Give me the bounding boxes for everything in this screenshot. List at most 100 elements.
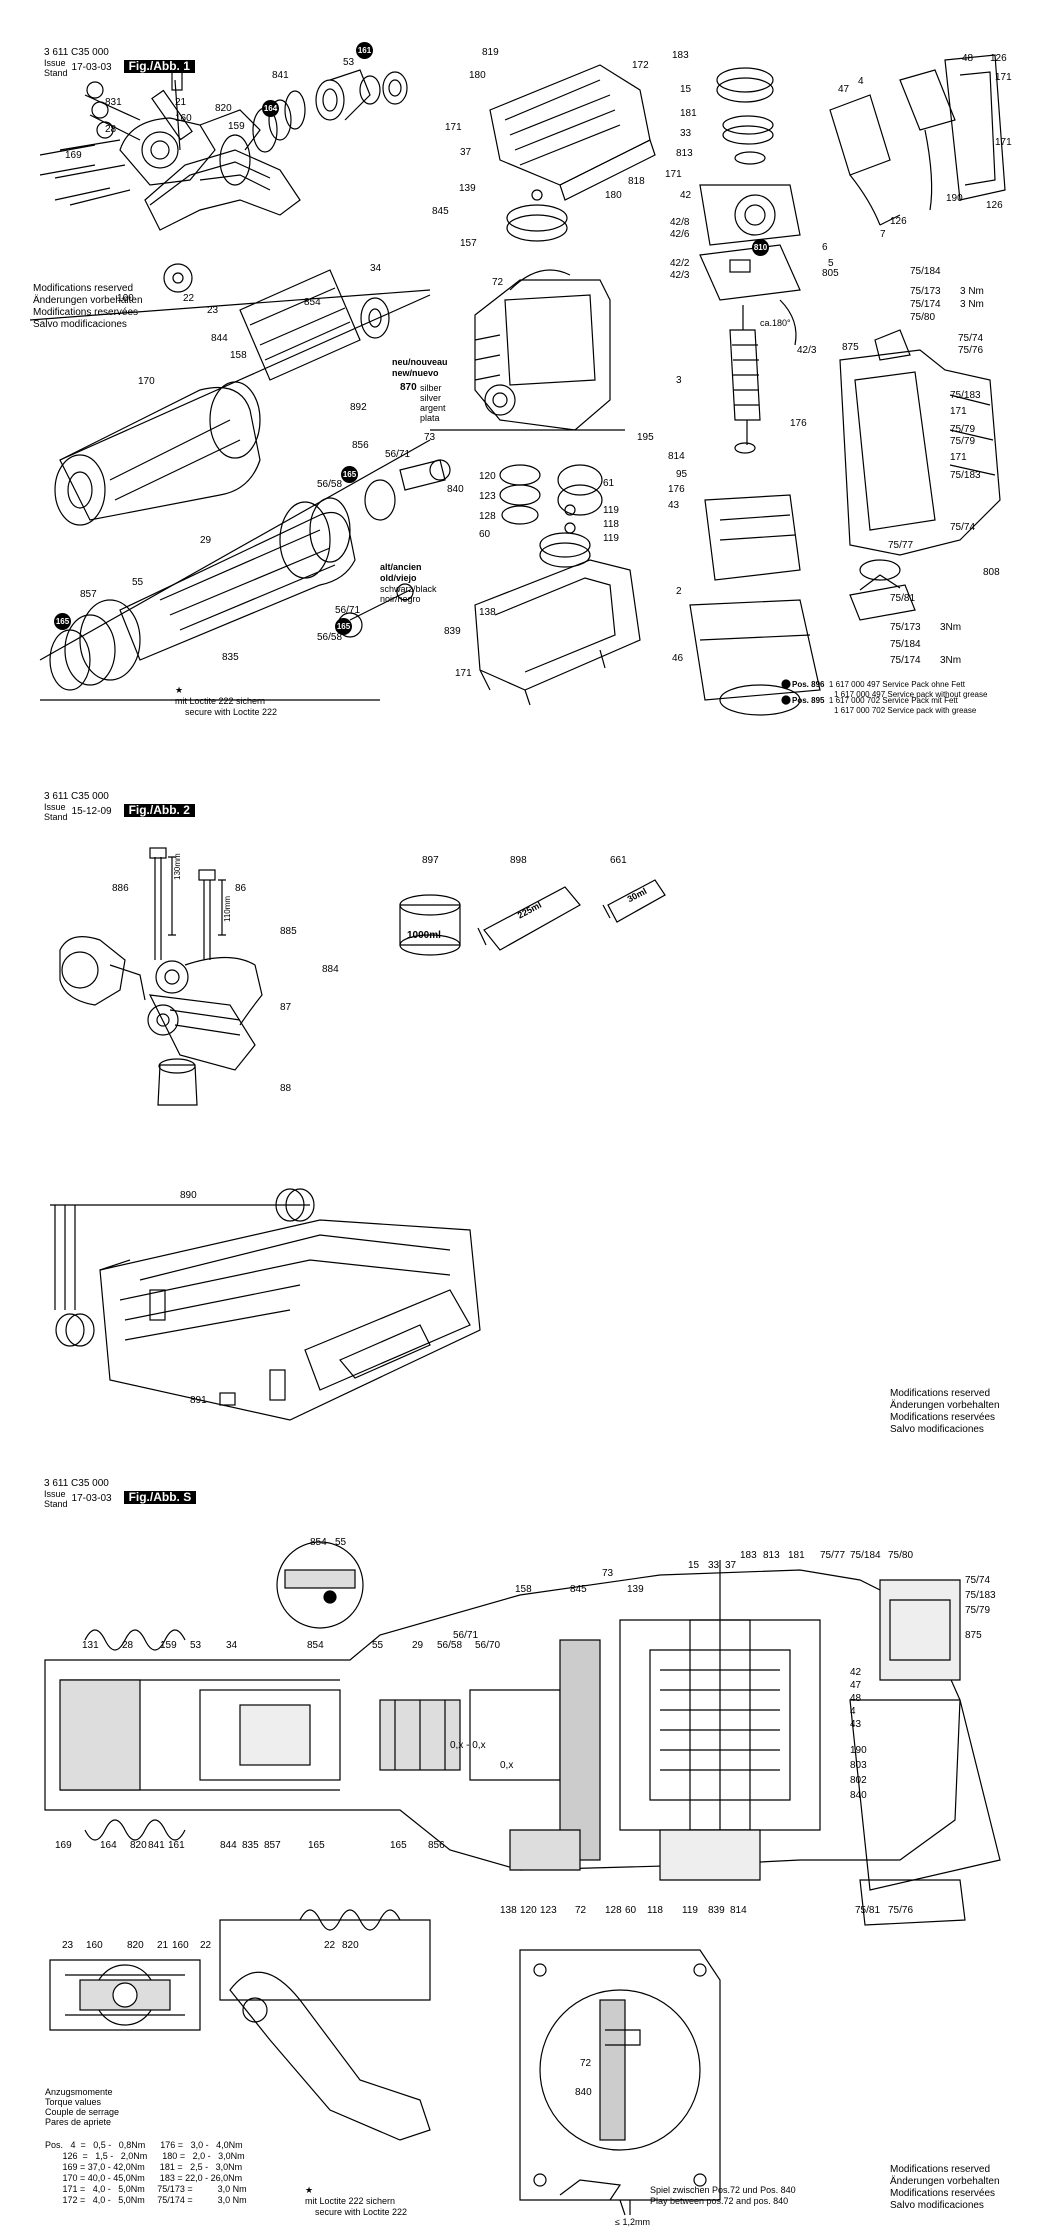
part-label: 75/76 [888,1905,914,1916]
part-label: 75/77 [888,540,914,551]
part-label: 75/183 [950,470,981,481]
part-badge: 164 [262,100,279,117]
armature-3 [729,305,761,454]
part-label: 75/173 [910,286,941,297]
part-label: 820 [342,1940,359,1951]
modifications-line: Salvo modificaciones [890,1424,984,1435]
part-label: 75/184 [910,266,941,277]
fig1-modifications-note: Modifications reserved Änderungen vorbeh… [33,283,143,331]
part-label: 42/2 [670,258,690,269]
chuck-sleeve-854 [29,269,431,461]
part-label: 854 [304,297,321,308]
part-label: 814 [668,451,685,462]
modifications-line: Änderungen vorbehalten [890,1400,1000,1411]
part-label: 75/81 [855,1905,881,1916]
part-label: 845 [570,1584,587,1595]
torque-row: 169 = 37,0 - 42,0Nm 181 = 2,5 - 3,0Nm [45,2162,243,2172]
part-label: 56/71 [385,449,411,460]
part-label: 190 [946,193,963,204]
part-label: 158 [230,350,247,361]
section-detail-circle [276,1541,364,1629]
loctite-line: secure with Loctite 222 [185,707,278,717]
part-label: 180 [605,190,622,201]
torque-table: Pos. 4 = 0,5 - 0,8Nm 176 = 3,0 - 4,0Nm 1… [45,2129,247,2217]
part-label: 28 [122,1640,134,1651]
torque-row: 126 = 1,5 - 2,0Nm 180 = 2,0 - 3,0Nm [45,2151,245,2161]
loctite-line: mit Loctite 222 sichern [305,2196,396,2206]
part-label: 169 [65,150,82,161]
loctite-line: mit Loctite 222 sichern [175,696,266,706]
fig2-title: Fig./Abb. 2 [123,804,195,817]
modifications-line: Modifications reservées [33,307,139,318]
figS-date: 17-03-03 [71,1493,112,1504]
part-label: 814 [730,1905,747,1916]
part-label: 840 [575,2087,592,2098]
torque-title-line: Pares de apriete [45,2117,112,2127]
part-label: 884 [322,964,339,975]
motor-gear-housing [430,269,625,431]
color-line: silver [420,393,442,403]
part-label: 818 [628,176,645,187]
part-label: 56/70 [475,1640,501,1651]
torque-title-line: Couple de serrage [45,2107,120,2117]
part-label: 171 [995,72,1012,83]
part-label: 164 [100,1840,117,1851]
figS-issue-label: Issue [44,1489,66,1499]
part-label: 75/183 [950,390,981,401]
torque-row: 170 = 40,0 - 45,0Nm 183 = 22,0 - 26,0Nm [45,2173,243,2183]
grease-pack: 1 617 000 497 Service Pack ohne Fett [828,680,966,689]
part-label: 841 [272,70,289,81]
part-label: 42/3 [797,345,817,356]
part-label: 840 [447,484,464,495]
part-label: 171 [995,137,1012,148]
part-label: 120 [520,1905,537,1916]
part-label: 53 [343,57,355,68]
part-label: 53 [190,1640,202,1651]
play-note-line: Play between pos.72 and pos. 840 [650,2196,789,2206]
gap-label: 0,x [500,1760,514,1771]
part-label: 856 [428,1840,445,1851]
part-label: 119 [603,505,619,516]
part-label: 128 [479,511,496,522]
modifications-line: Modifications reserved [890,2164,991,2175]
part-label: 37 [725,1560,737,1571]
part-label: 21 [157,1940,169,1951]
part-label: 180 [469,70,486,81]
part-badge: 165 [335,618,352,635]
fig2-modifications-note: Modifications reserved Änderungen vorbeh… [890,1388,1000,1436]
part-label: 854 [310,1537,327,1548]
bottom-housing-839 [474,559,641,706]
part-label: 23 [62,1940,74,1951]
fig2-bolts [149,847,226,960]
part-label: 183 [672,50,689,61]
part-label: 15 [680,84,692,95]
part-label: 841 [148,1840,165,1851]
part-label: 176 [790,418,807,429]
angle-note: ca.180° [760,318,791,328]
part-label: 21 [175,97,187,108]
modifications-line: Modifications reservées [890,1412,996,1423]
part-label: 803 [850,1760,867,1771]
part-label: 23 [207,305,219,316]
part-label: 158 [515,1584,532,1595]
part-label: 190 [850,1745,867,1756]
part-label: 75/173 [890,622,921,633]
part-label: 898 [510,855,527,866]
part-label: 75/74 [965,1575,991,1586]
fan-top [699,67,801,246]
part-label: 875 [842,342,859,353]
part-label: 56/58 [437,1640,463,1651]
part-label: 75/80 [910,312,936,323]
grease-legend-row: Pos. 895 1 617 000 702 Service Pack mit … [792,696,976,716]
part-label: 3 [676,375,682,386]
part-badge: 165 [341,466,358,483]
part-label: 820 [215,103,232,114]
grease-pos: Pos. 896 [792,680,825,689]
color-line: argent [420,403,446,413]
part-label: 854 [307,1640,324,1651]
part-label: 28 [105,124,117,135]
part-label: 160 [117,293,134,304]
color-line: noir/negro [380,594,421,604]
